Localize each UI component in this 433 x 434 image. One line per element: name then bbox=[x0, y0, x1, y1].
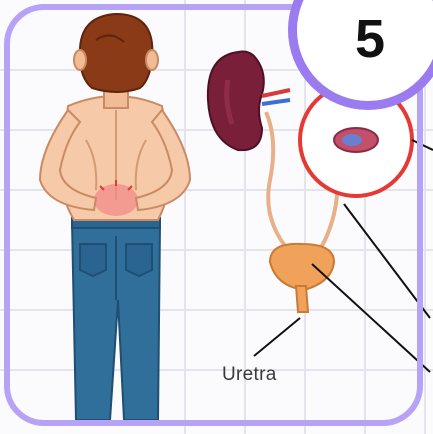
step-number: 5 bbox=[330, 12, 410, 66]
